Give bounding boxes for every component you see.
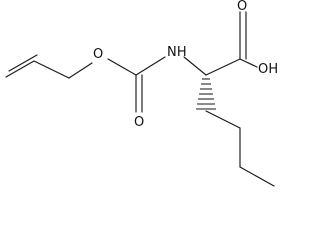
bond-layer bbox=[5, 11, 275, 187]
structure-canvas: O OH NH O O bbox=[5, 0, 279, 187]
hashed-stereo-bond bbox=[196, 78, 216, 110]
allyl-ch2-bond bbox=[33, 60, 70, 79]
molecule-diagram: O OH NH O O bbox=[5, 0, 278, 187]
ester-oxygen-label: O bbox=[93, 47, 103, 62]
butyl-bond-1 bbox=[205, 110, 241, 129]
n-alpha-bond bbox=[183, 56, 207, 76]
carboxyl-c-oh-bond bbox=[239, 58, 258, 68]
allyl-ether-bond bbox=[68, 62, 93, 79]
alpha-carboxyl-bond bbox=[205, 58, 241, 76]
allyl-terminal-bond bbox=[5, 60, 35, 78]
butyl-bond-3 bbox=[239, 166, 275, 187]
carbonyl-oxygen-label: O bbox=[134, 115, 144, 130]
carbamate-c-n-bond bbox=[135, 56, 166, 76]
hydroxyl-label: OH bbox=[258, 62, 278, 77]
atom-label-layer: O OH NH O O bbox=[93, 0, 278, 130]
amine-label: NH bbox=[167, 45, 187, 60]
carboxyl-oxygen-label: O bbox=[237, 0, 247, 14]
ester-o-c-bond bbox=[107, 58, 137, 76]
allyl-double-bond bbox=[8, 54, 38, 72]
